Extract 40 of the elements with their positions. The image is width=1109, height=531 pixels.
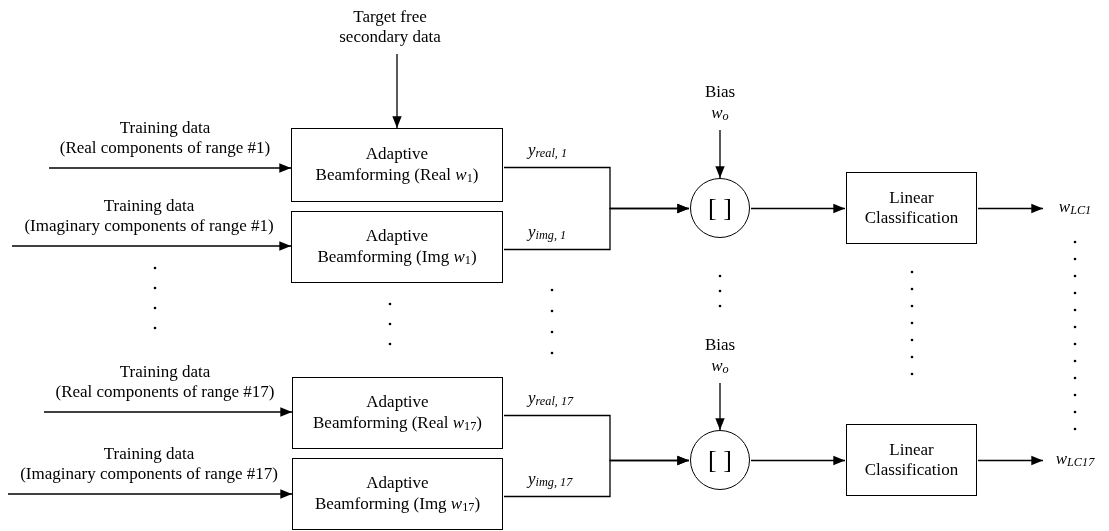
input-label: Training data (Real components of range #17) [55,361,275,403]
process-box [291,211,503,283]
input-label: Target free secondary data [339,6,441,48]
summing-circle [690,178,750,238]
weight-symbol: w$_{LC17}$ [1055,449,1095,471]
box-label: Adaptive Beamforming (Real w$_{1}$) [315,144,479,186]
arrow [977,203,1044,214]
arrow [503,203,690,251]
arrow [7,489,293,499]
box-label: Adaptive Beamforming (Real w$_{17}$) [313,392,482,434]
input-label: Training data (Imaginary components of range #1) [24,195,274,237]
arrow [48,163,292,173]
arrow [750,455,846,466]
arrow [715,382,725,431]
box-label: Linear Classification [864,187,959,229]
input-label: Training data (Imaginary components of range #17) [20,443,278,485]
process-box [846,172,977,244]
process-box [292,458,503,530]
bias-label: Bias [704,82,736,103]
bracket-symbol: [ ] [708,192,732,224]
weight-symbol: w$_{LC1}$ [1058,197,1092,219]
bracket-symbol: [ ] [708,444,732,476]
arrow [750,203,846,214]
process-box [291,128,503,202]
weight-symbol: w$_{o}$ [711,102,729,124]
arrow [43,407,293,417]
bias-label: Bias [704,335,736,356]
box-label: Adaptive Beamforming (Img w$_{17}$) [314,473,481,515]
arrow [392,53,402,129]
summing-circle [690,430,750,490]
arrow [503,455,690,498]
arrow [11,241,292,251]
input-label: Training data (Real components of range #1) [59,117,271,159]
arrow [977,455,1044,466]
process-box [846,424,977,496]
box-label: Linear Classification [864,439,959,481]
box-label: Adaptive Beamforming (Img w$_{1}$) [317,226,477,268]
arrow [715,129,725,179]
process-box [292,377,503,449]
weight-symbol: w$_{o}$ [711,355,729,377]
